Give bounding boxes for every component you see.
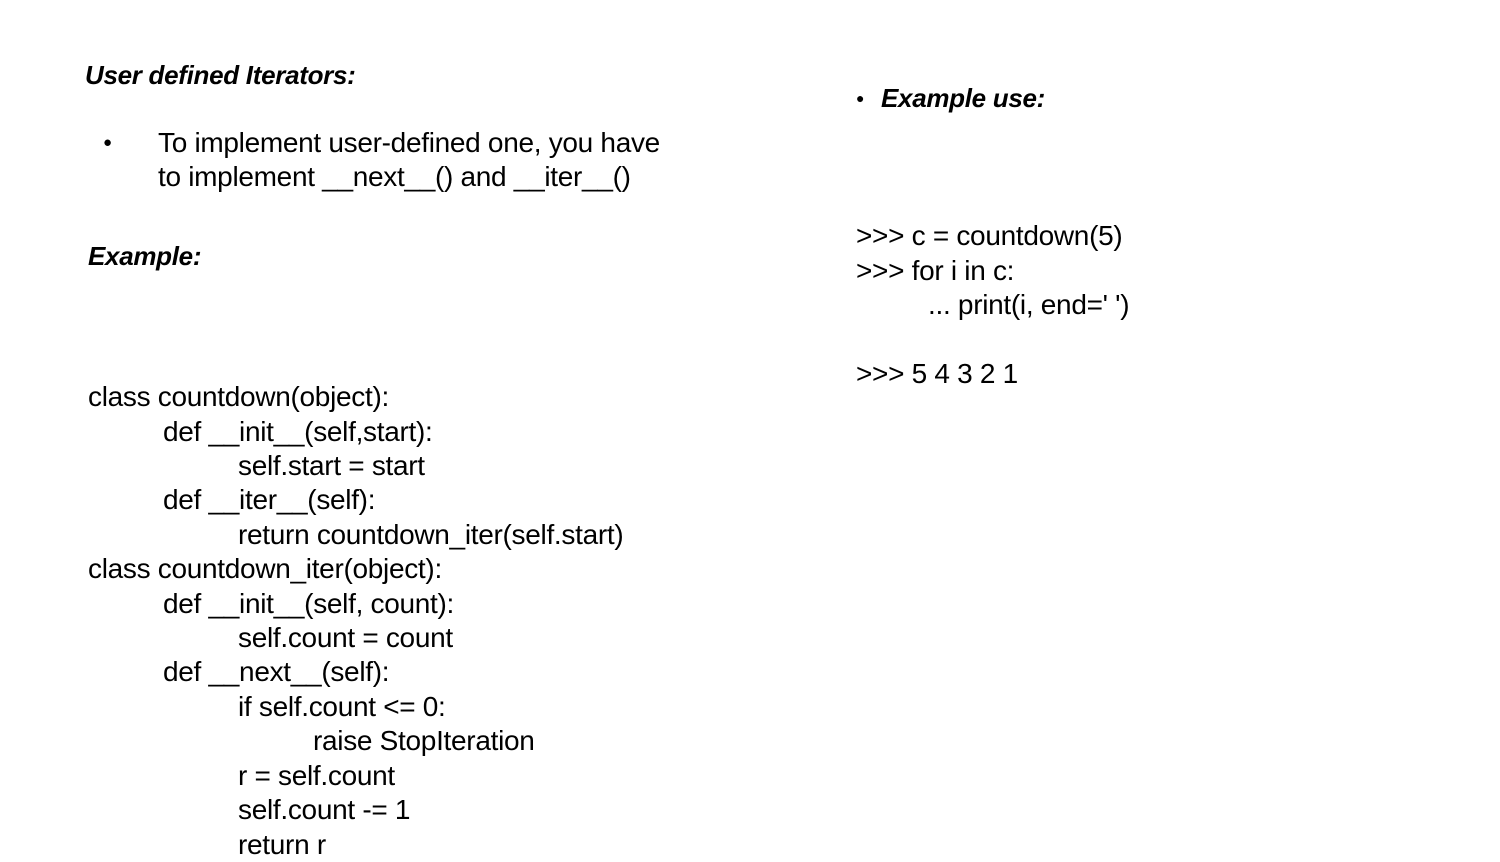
bullet-text: To implement user-defined one, you have … [158,127,660,193]
code-line [856,322,1129,356]
code-line: self.start = start [238,450,425,482]
code-line: raise StopIteration [313,725,535,757]
code-line: class countdown(object): [88,381,389,413]
example-code-block: class countdown(object):def __init__(sel… [88,277,624,862]
code-line: return countdown_iter(self.start) [238,518,624,550]
code-line: >>> for i in c: [856,254,1015,286]
bullet-icon: ● [103,134,113,151]
example-use-label: Example use: [881,83,1046,113]
example-use-item: ● Example use: [856,82,1045,114]
code-line: class countdown_iter(object): [88,553,442,585]
code-line: if self.count <= 0: [238,690,446,722]
code-line: def __iter__(self): [163,484,376,516]
code-line: return r [238,828,326,860]
code-line: r = self.count [238,759,395,791]
slide: User defined Iterators: ● To implement u… [85,60,1130,860]
page-title: User defined Iterators: [85,60,356,90]
example-label: Example: [88,241,202,271]
code-line: self.count -= 1 [238,794,411,826]
bullet-item: ● To implement user-defined one, you hav… [103,126,660,195]
code-line: self.count = count [238,622,453,654]
code-line: def __init__(self, count): [163,587,455,619]
code-line: def __init__(self,start): [163,415,433,447]
code-line: >>> 5 4 3 2 1 [856,357,1018,389]
code-line: ... print(i, end=' ') [928,289,1130,321]
bullet-icon: ● [856,90,865,106]
code-line: def __next__(self): [163,656,390,688]
example-use-code-block: >>> c = countdown(5)>>> for i in c:... p… [856,116,1130,391]
code-line: >>> c = countdown(5) [856,220,1123,252]
